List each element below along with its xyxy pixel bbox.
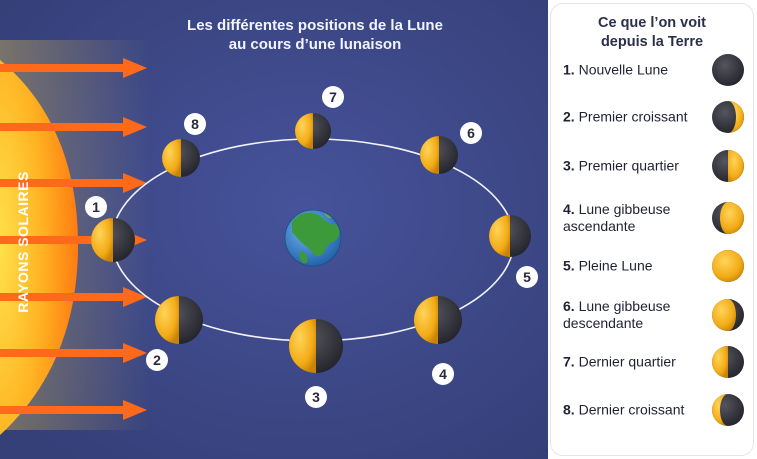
- legend-item-number: 3.: [563, 157, 575, 174]
- orbit-moon: [155, 296, 203, 344]
- legend-item-text: 5. Pleine Lune: [563, 258, 711, 275]
- first-quarter-icon: [711, 149, 745, 183]
- waxing-gibbous-icon: [711, 201, 745, 235]
- legend-item-text: 8. Dernier croissant: [563, 402, 711, 419]
- legend-item-label: Dernier croissant: [578, 401, 685, 418]
- legend-item-label: Premier croissant: [578, 108, 688, 125]
- orbit-moon: [289, 319, 343, 373]
- legend-item-text: 7. Dernier quartier: [563, 354, 711, 371]
- legend-item-waning-gibbous: 6. Lune gibbeuse descendante: [563, 295, 749, 335]
- legend-title: Ce que l’on voit depuis la Terre: [551, 14, 753, 52]
- orbit-moon: [162, 139, 200, 177]
- position-number: 8: [191, 116, 199, 132]
- legend-item-waxing-crescent: 2. Premier croissant: [563, 97, 749, 137]
- legend-item-number: 6.: [563, 298, 575, 314]
- last-quarter-icon: [711, 345, 745, 379]
- legend-title-line-2: depuis la Terre: [600, 34, 704, 50]
- position-marker: 2: [146, 349, 168, 371]
- position-number: 4: [439, 366, 447, 382]
- phase-legend-panel: Ce que l’on voit depuis la Terre 1. Nouv…: [551, 4, 753, 455]
- sun-ray-arrow: [0, 117, 147, 137]
- legend-item-waning-crescent: 8. Dernier croissant: [563, 390, 749, 430]
- orbit-moon: [91, 218, 135, 262]
- position-marker: 3: [305, 386, 327, 408]
- new-moon-icon: [711, 53, 745, 87]
- legend-item-last-quarter: 7. Dernier quartier: [563, 342, 749, 382]
- position-marker: 6: [460, 122, 482, 144]
- moon-phase-diagram: RAYONS SOLAIRES Les différentes position…: [0, 0, 548, 459]
- sun-ray-arrow: [0, 343, 147, 363]
- legend-item-text: 6. Lune gibbeuse descendante: [563, 298, 711, 332]
- legend-item-label: Pleine Lune: [578, 257, 653, 274]
- position-number: 3: [312, 389, 320, 405]
- position-marker: 5: [516, 266, 538, 288]
- sun-rays-label: RAYONS SOLAIRES: [15, 171, 31, 313]
- legend-item-text: 3. Premier quartier: [563, 158, 711, 175]
- orbit-moon: [420, 136, 458, 174]
- legend-item-number: 1.: [563, 61, 575, 78]
- sun-ray-arrow: [0, 58, 147, 78]
- position-number: 6: [467, 125, 475, 141]
- position-marker: 4: [432, 363, 454, 385]
- legend-item-first-quarter: 3. Premier quartier: [563, 146, 749, 186]
- position-number: 2: [153, 352, 161, 368]
- legend-item-label: Premier quartier: [578, 157, 679, 174]
- waxing-crescent-icon: [711, 100, 745, 134]
- position-number: 7: [329, 89, 337, 105]
- legend-title-line-1: Ce que l’on voit: [598, 15, 706, 31]
- legend-item-number: 8.: [563, 401, 575, 418]
- legend-item-label: Lune gibbeuse ascendante: [563, 201, 671, 234]
- legend-item-label: Dernier quartier: [578, 353, 676, 370]
- position-number: 1: [92, 199, 100, 215]
- legend-item-number: 5.: [563, 257, 575, 274]
- legend-item-waxing-gibbous: 4. Lune gibbeuse ascendante: [563, 198, 749, 238]
- orbit-moon: [414, 296, 462, 344]
- sun-ray-arrow: [0, 287, 147, 307]
- legend-item-new-moon: 1. Nouvelle Lune: [563, 50, 749, 90]
- waning-gibbous-icon: [711, 298, 745, 332]
- diagram-title-line-1: Les différentes positions de la Lune: [187, 17, 443, 34]
- legend-item-number: 7.: [563, 353, 575, 370]
- diagram-canvas: RAYONS SOLAIRES Les différentes position…: [0, 0, 548, 459]
- sun-ray-arrow: [0, 173, 147, 193]
- position-number: 5: [523, 269, 531, 285]
- diagram-title-line-2: au cours d’une lunaison: [229, 36, 402, 53]
- orbit-number-markers: 1 2 3 4 5 6 7 8: [85, 86, 538, 408]
- orbit-moons: [91, 113, 531, 373]
- sun-ray-arrow: [0, 400, 147, 420]
- legend-item-label: Lune gibbeuse descendante: [563, 298, 671, 331]
- earth: [284, 209, 342, 267]
- waning-crescent-icon: [711, 393, 745, 427]
- legend-item-number: 2.: [563, 108, 575, 125]
- legend-item-number: 4.: [563, 201, 575, 217]
- orbit-moon: [295, 113, 331, 149]
- legend-item-text: 2. Premier croissant: [563, 109, 711, 126]
- orbit-moon: [489, 215, 531, 257]
- legend-item-full-moon: 5. Pleine Lune: [563, 246, 749, 286]
- legend-item-text: 1. Nouvelle Lune: [563, 62, 711, 79]
- full-moon-icon: [711, 249, 745, 283]
- legend-item-text: 4. Lune gibbeuse ascendante: [563, 201, 711, 235]
- position-marker: 7: [322, 86, 344, 108]
- legend-item-label: Nouvelle Lune: [578, 61, 669, 78]
- position-marker: 1: [85, 196, 107, 218]
- position-marker: 8: [184, 113, 206, 135]
